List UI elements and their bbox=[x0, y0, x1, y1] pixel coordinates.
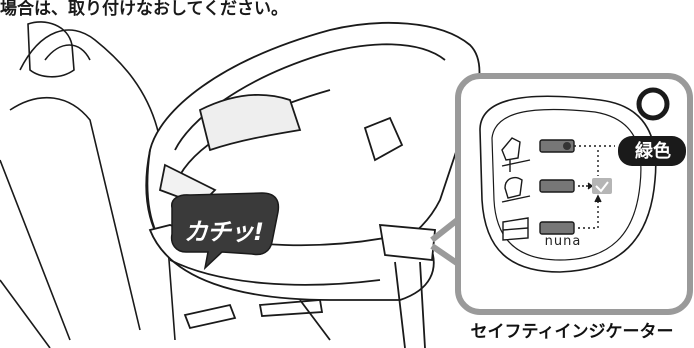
instruction-caption: 場合は、取り付けなおしてください。 bbox=[0, 0, 288, 19]
indicator-row-3 bbox=[502, 194, 602, 241]
indicator-callout-panel bbox=[455, 73, 693, 315]
indicator-row-2 bbox=[501, 176, 612, 203]
green-color-label: 緑色 bbox=[635, 141, 671, 162]
ok-circle-icon bbox=[636, 87, 670, 121]
click-speech-bubble bbox=[170, 192, 280, 271]
brand-logo: nuna bbox=[544, 234, 582, 249]
click-sound-label: カチッ! bbox=[184, 218, 264, 246]
safety-indicator-caption: セイフティインジケーター bbox=[470, 322, 674, 342]
green-label-pill bbox=[618, 136, 686, 166]
check-icon bbox=[595, 181, 609, 193]
indicator-row-1 bbox=[501, 137, 615, 176]
green-indicator-dot bbox=[563, 142, 571, 150]
check-icon-box bbox=[592, 178, 612, 194]
vehicle-seat bbox=[0, 21, 176, 348]
